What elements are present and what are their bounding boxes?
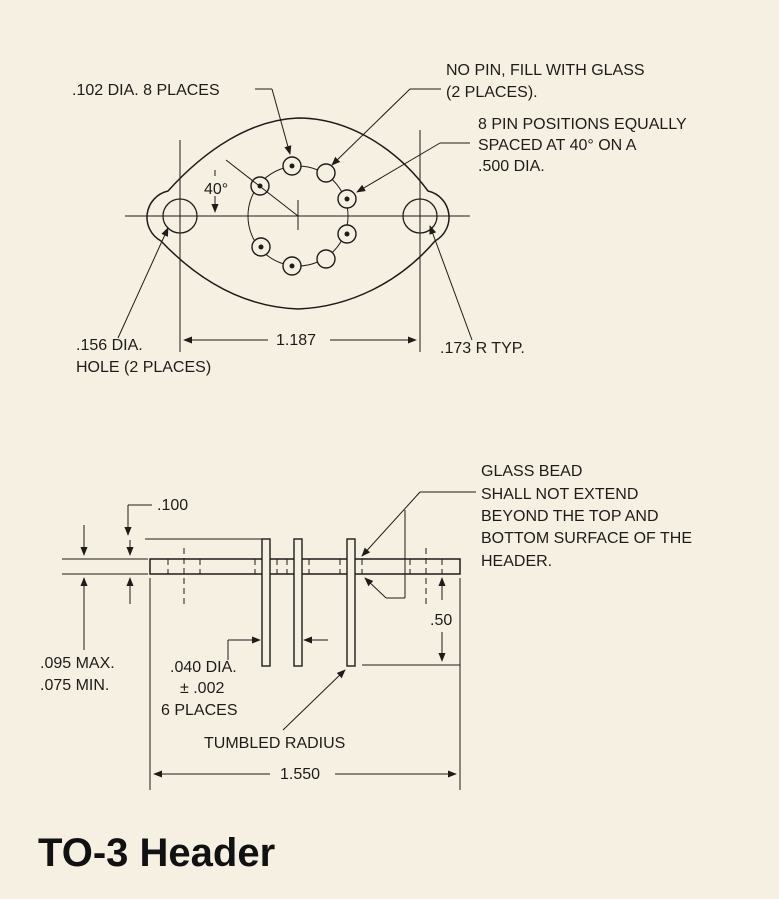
no-pin-callout-line1: NO PIN, FILL WITH GLASS <box>446 62 645 79</box>
glass-note-line2: SHALL NOT EXTEND <box>481 486 638 503</box>
spacing-callout-line3: .500 DIA. <box>478 158 545 175</box>
glass-fill-position <box>316 163 336 183</box>
side-view: .100 .095 MAX. .075 MIN. GLASS BEAD SHAL… <box>40 463 692 790</box>
mount-hole-callout-line2: HOLE (2 PLACES) <box>76 359 211 376</box>
glass-note-line3: BEYOND THE TOP AND <box>481 508 659 525</box>
spacing-callout-line2: SPACED AT 40° ON A <box>478 137 637 154</box>
height-dim: .50 <box>430 612 452 629</box>
pin <box>293 538 303 667</box>
pin-hole-callout: .102 DIA. 8 PLACES <box>72 82 220 99</box>
pin-dia-line2: ± .002 <box>180 680 224 697</box>
pin-dia-line3: 6 PLACES <box>161 702 237 719</box>
page-title: TO-3 Header <box>38 831 275 875</box>
top-view: 40° .102 DIA. 8 PLACES NO PIN, FILL WITH… <box>72 62 687 376</box>
radius-callout: .173 R TYP. <box>440 340 525 357</box>
pin-dia-line1: .040 DIA. <box>170 659 237 676</box>
glass-fill-position <box>316 249 336 269</box>
spacing-callout-line1: 8 PIN POSITIONS EQUALLY <box>478 116 687 133</box>
mount-hole-callout-line1: .156 DIA. <box>76 337 143 354</box>
angle-label: 40° <box>204 181 228 198</box>
pin <box>261 538 271 667</box>
flange-outline <box>146 117 450 310</box>
glass-note-line4: BOTTOM SURFACE OF THE <box>481 530 692 547</box>
thickness-min: .075 MIN. <box>40 677 109 694</box>
header-plate <box>149 558 461 575</box>
thickness-max: .095 MAX. <box>40 655 115 672</box>
pin-positions <box>250 156 357 276</box>
no-pin-callout-line2: (2 PLACES). <box>446 84 538 101</box>
angle-leader <box>225 159 299 217</box>
pin-length-dim: .100 <box>157 497 188 514</box>
glass-note-line1: GLASS BEAD <box>481 463 582 480</box>
pin <box>346 538 356 667</box>
glass-note-line5: HEADER. <box>481 553 552 570</box>
overall-width-dim: 1.550 <box>280 766 320 783</box>
pins <box>261 538 356 667</box>
hole-spacing-dim: 1.187 <box>276 332 316 349</box>
tumbled-radius-label: TUMBLED RADIUS <box>204 735 345 752</box>
